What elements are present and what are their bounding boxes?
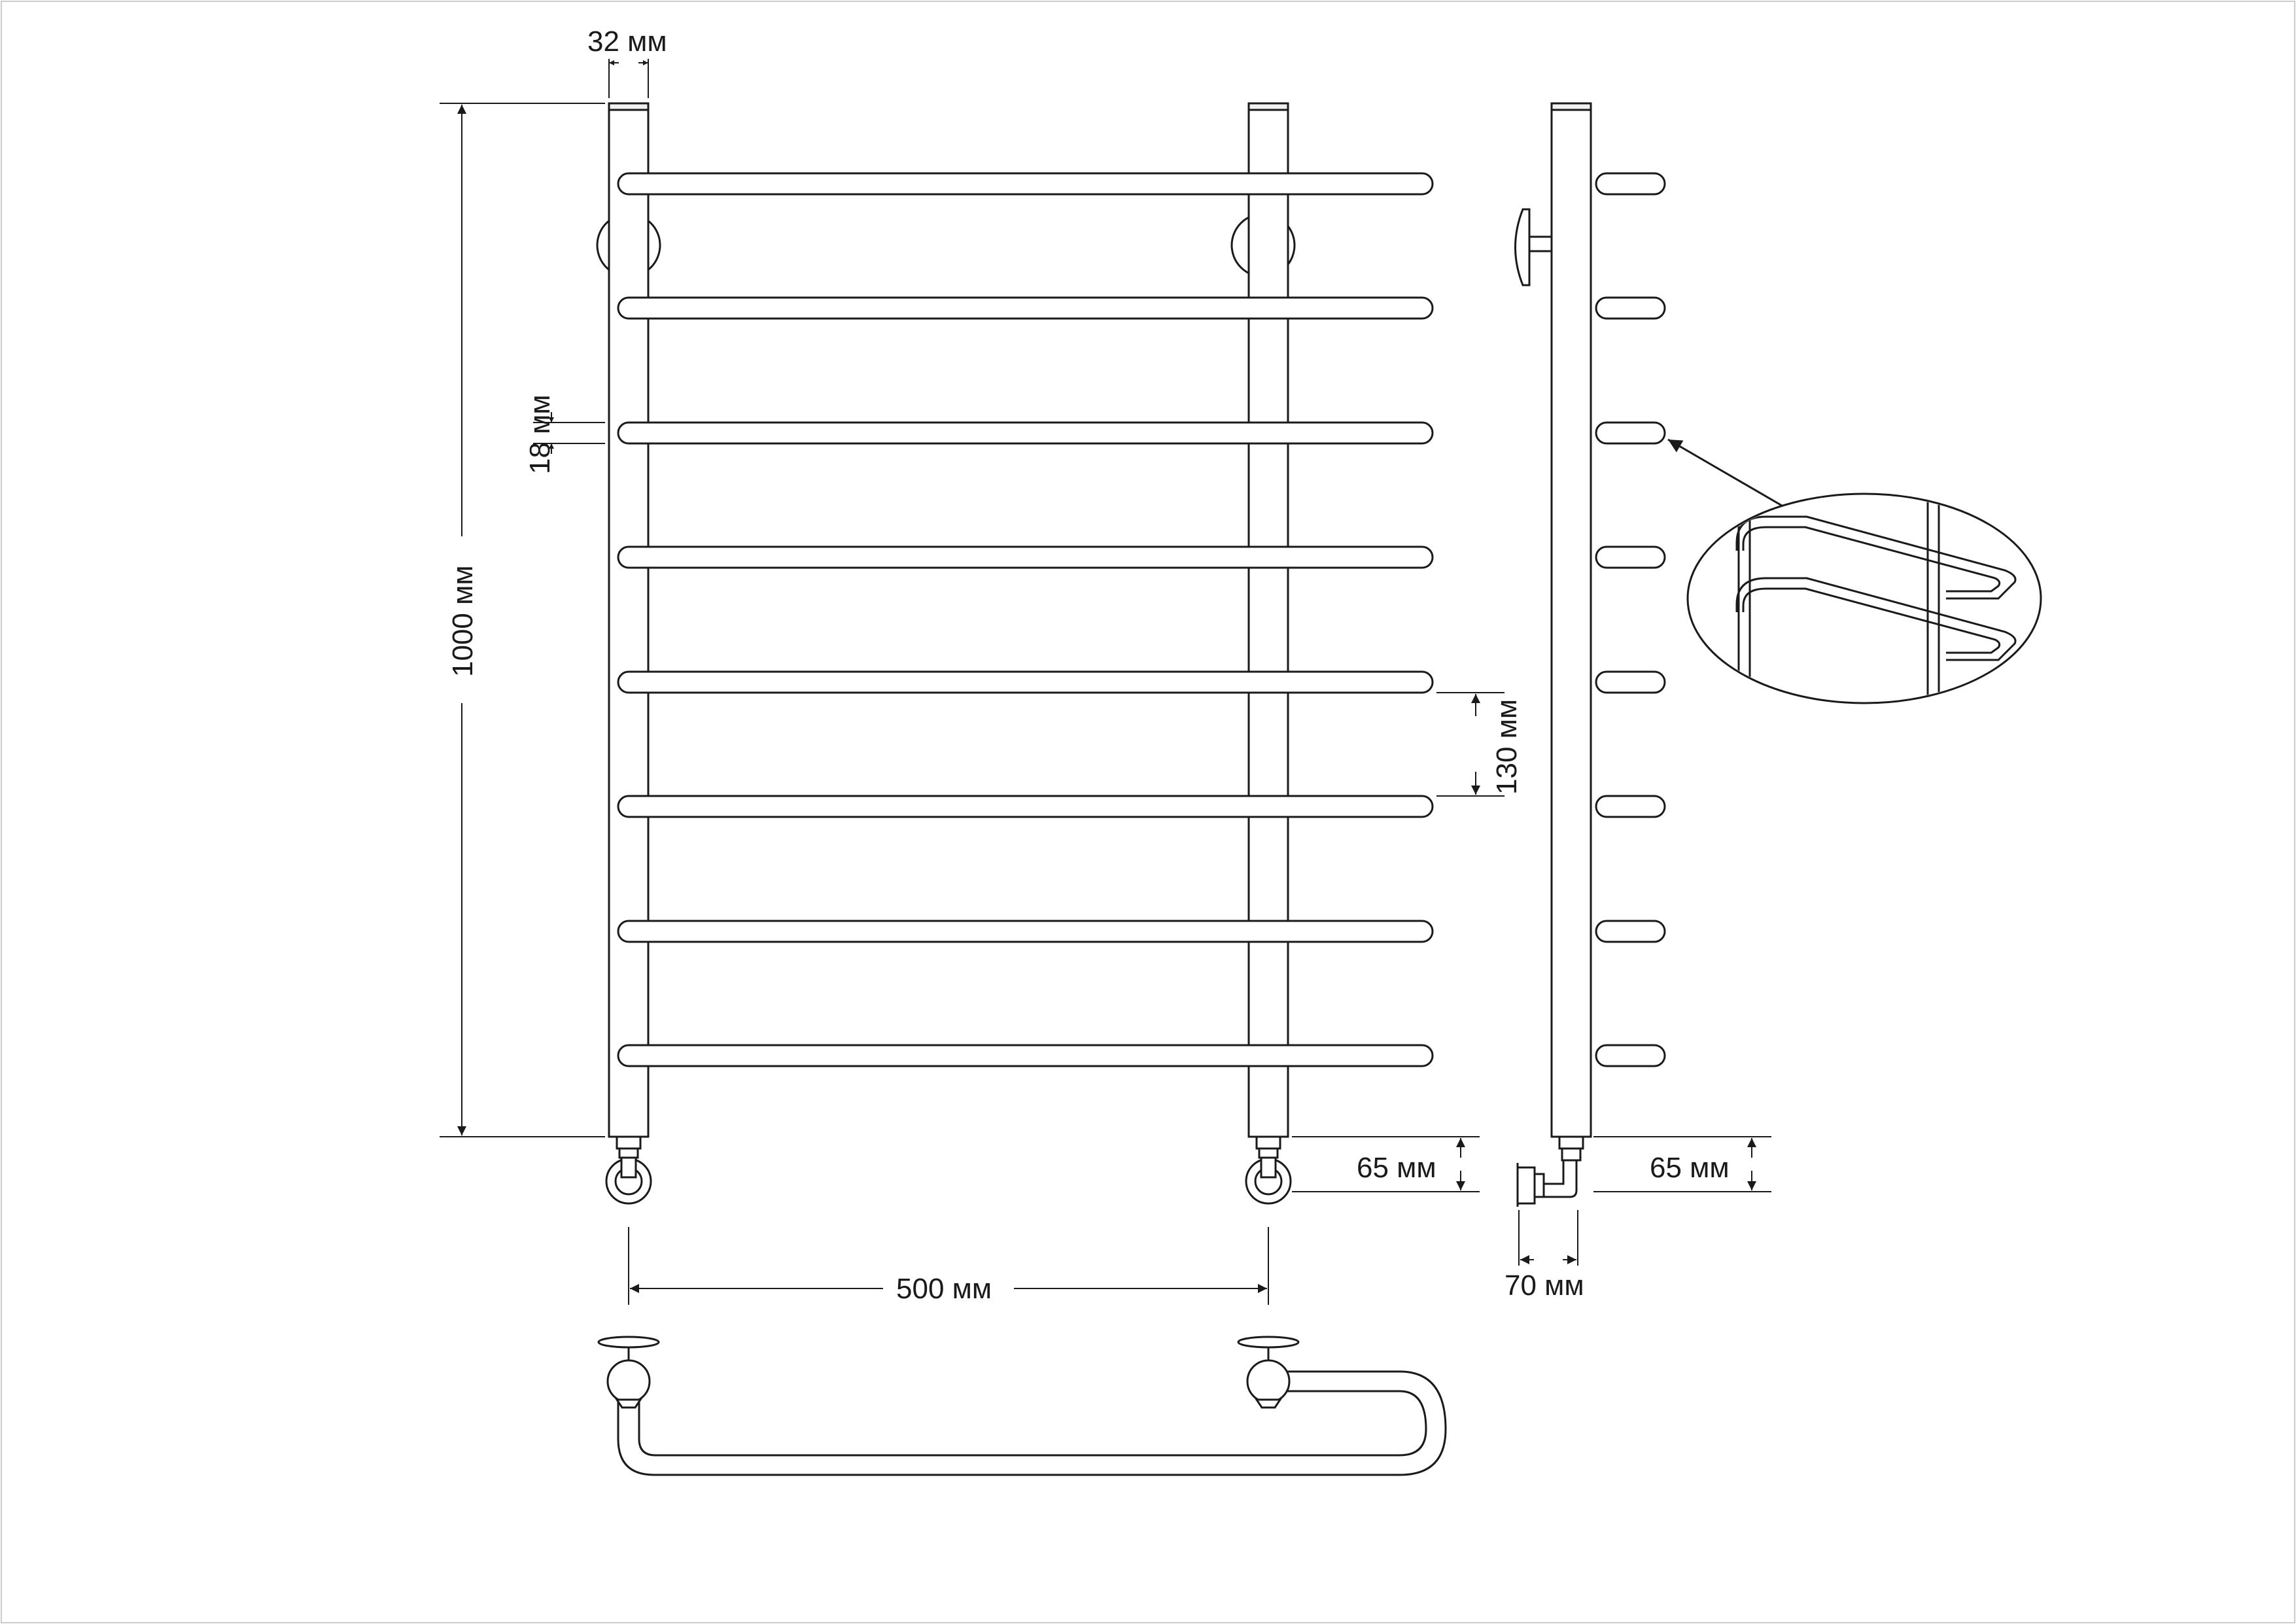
rail-4 [617, 545, 1434, 569]
side-wall-mount [1514, 208, 1553, 286]
callout-leader [1667, 438, 1783, 507]
rail-2 [617, 296, 1434, 320]
connector-left [605, 1135, 652, 1205]
connector-right [1245, 1135, 1292, 1205]
dim-label-total-height: 1000 мм [447, 565, 479, 677]
detail-callout [1667, 438, 2042, 704]
right-post [1247, 102, 1289, 1138]
right-post-cap [1247, 102, 1289, 111]
plan-pipe-inner [638, 1390, 1427, 1457]
dimension-lines [440, 59, 1771, 1305]
side-rail-stub-4 [1595, 545, 1666, 569]
rail-8 [617, 1044, 1434, 1067]
side-rail-stub-3 [1595, 421, 1666, 445]
side-rail-stub-8 [1595, 1044, 1666, 1067]
rail-1 [617, 172, 1434, 196]
dim-label-connection-offset-side: 65 мм [1650, 1152, 1730, 1184]
side-rail-stub-1 [1595, 172, 1666, 196]
side-post [1550, 102, 1592, 1138]
side-post-cap [1550, 102, 1592, 111]
dim-label-wall-distance: 70 мм [1505, 1270, 1584, 1302]
dim-label-pipe-width: 32 мм [587, 26, 667, 58]
plan-view [597, 1336, 1447, 1476]
side-rail-stub-7 [1595, 920, 1666, 943]
front-view [596, 102, 1434, 1205]
left-post-cap [608, 102, 650, 111]
side-rail-stub-5 [1595, 670, 1666, 694]
side-rail-stub-2 [1595, 296, 1666, 320]
rail-7 [617, 920, 1434, 943]
side-view [1514, 102, 1666, 1207]
rail-5 [617, 670, 1434, 694]
dim-label-center-distance: 500 мм [896, 1273, 992, 1305]
left-post [608, 102, 650, 1138]
side-rail-stub-6 [1595, 795, 1666, 818]
dim-label-rail-thickness: 18 мм [524, 394, 556, 474]
callout-ellipse [1686, 492, 2042, 704]
dim-label-rail-spacing: 130 мм [1491, 699, 1523, 795]
plan-valve-left [597, 1336, 660, 1409]
side-connector [1516, 1135, 1584, 1207]
plan-valve-right [1237, 1336, 1300, 1409]
rail-6 [617, 795, 1434, 818]
rail-3 [617, 421, 1434, 445]
dim-label-connection-offset-front: 65 мм [1357, 1152, 1436, 1184]
